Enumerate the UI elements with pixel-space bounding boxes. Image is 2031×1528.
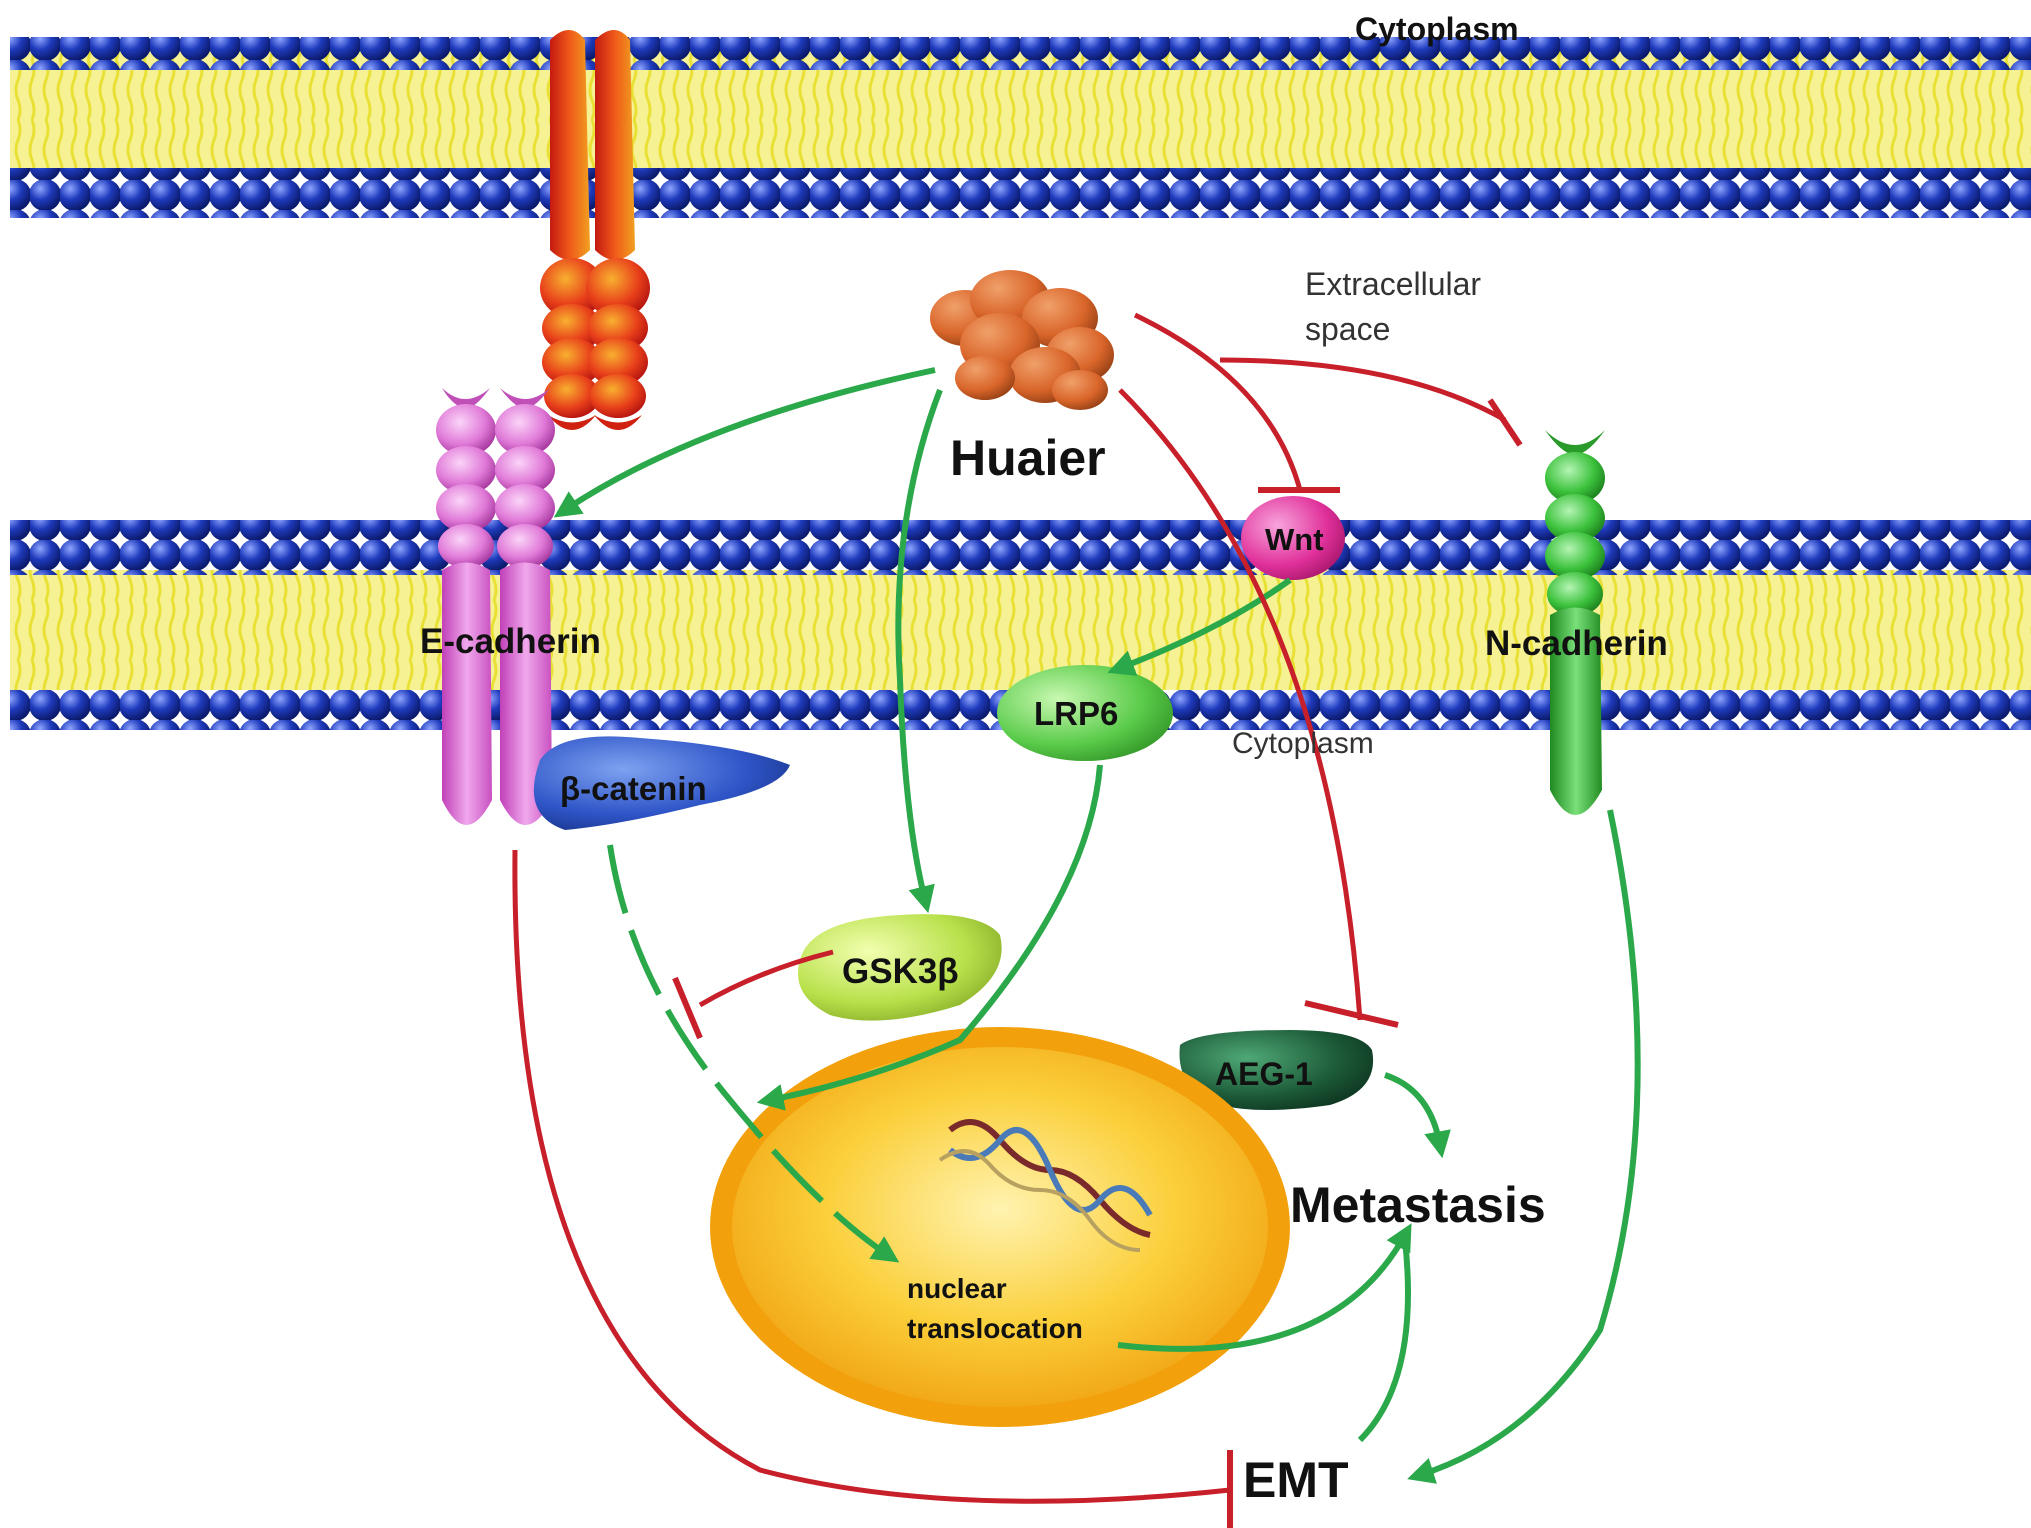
arrow-betacatenin-nuclear-translocation [607, 844, 900, 1263]
huaier-compound [930, 270, 1114, 410]
e-cadherin-protein [436, 388, 555, 825]
red-cadherin-dimer [540, 30, 650, 430]
inhibit-huaier-ncadherin [1219, 357, 1507, 423]
inhibit-huaier-wnt [1133, 312, 1303, 491]
arrow-wnt-to-lrp6 [1107, 577, 1292, 676]
inhibit-ecadherin-emt [512, 849, 1231, 1504]
arrow-nucleus-to-metastasis [1117, 1223, 1412, 1352]
label-emt: EMT [1243, 1452, 1349, 1508]
inhibit-huaier-aeg1 [1118, 388, 1363, 1021]
gsk3b-protein [798, 914, 1002, 1021]
label-lrp6: LRP6 [1034, 695, 1118, 732]
arrow-lrp6-to-nucleus [756, 764, 1103, 1111]
label-n-cadherin: N-cadherin [1485, 624, 1668, 663]
nucleus [710, 1027, 1290, 1427]
lrp6-protein [997, 665, 1173, 761]
label-translocation: translocation [907, 1313, 1083, 1344]
arrow-huaier-to-ecadherin [553, 367, 936, 518]
label-cytoplasm-top: Cytoplasm [1355, 11, 1519, 47]
activation-arrows [553, 367, 1641, 1484]
arrow-emt-to-metastasis [1357, 1239, 1411, 1443]
upper-membrane [10, 37, 2031, 218]
wnt-protein [1241, 496, 1345, 580]
label-metastasis: Metastasis [1290, 1177, 1546, 1233]
arrow-aeg1-to-metastasis [1383, 1072, 1451, 1159]
label-beta-catenin: β-catenin [560, 770, 707, 807]
label-nuclear: nuclear [907, 1273, 1007, 1304]
label-wnt: Wnt [1265, 522, 1324, 557]
label-aeg1: AEG-1 [1215, 1056, 1313, 1092]
label-extracellular: Extracellular [1305, 266, 1481, 302]
label-gsk3b: GSK3β [842, 952, 959, 991]
label-e-cadherin: E-cadherin [420, 622, 601, 661]
arrow-ncadherin-to-emt [1407, 809, 1641, 1484]
n-cadherin-protein [1545, 430, 1605, 815]
beta-catenin-protein [533, 736, 790, 830]
label-huaier: Huaier [950, 430, 1106, 486]
dna-helix [938, 1119, 1153, 1252]
inhibition-lines [512, 312, 1523, 1528]
inhibit-gsk3b-betacatenin [698, 949, 834, 1008]
aeg1-protein [1179, 1030, 1374, 1110]
arrow-huaier-to-gsk3b [895, 388, 943, 914]
label-space: space [1305, 311, 1390, 347]
label-cytoplasm-mid: Cytoplasm [1232, 727, 1374, 760]
